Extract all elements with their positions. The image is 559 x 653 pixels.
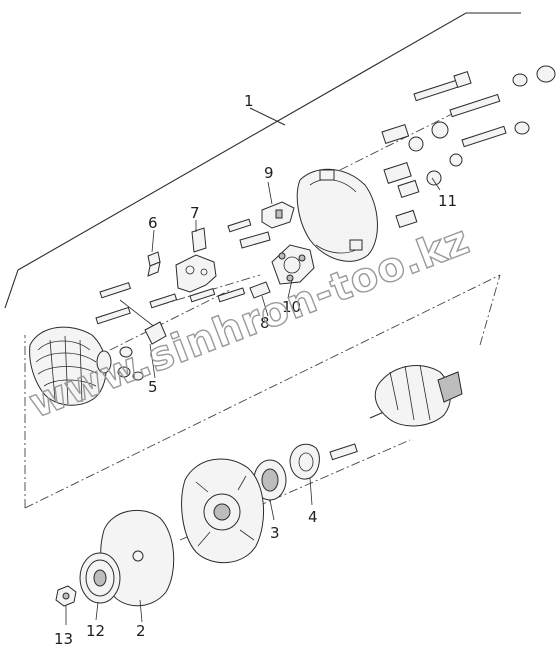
upper-right-bolts (408, 65, 556, 186)
small-washers (117, 346, 144, 381)
part-3-bearing (253, 459, 287, 521)
part-4-retainer (289, 443, 358, 506)
leader-line-1 (249, 107, 286, 126)
part-5-terminal (144, 321, 167, 379)
callout-labels: 1 2 3 4 5 6 7 8 9 10 11 12 13 (54, 92, 457, 648)
stator-housing (296, 168, 378, 262)
callout-8: 8 (260, 314, 270, 332)
front-housing (181, 458, 265, 564)
callout-5: 5 (148, 378, 158, 396)
callout-1: 1 (244, 92, 254, 110)
callout-6: 6 (148, 214, 158, 232)
callout-2: 2 (136, 622, 146, 640)
callout-12: 12 (86, 622, 105, 640)
callout-7: 7 (190, 204, 200, 222)
part-10-rectifier (271, 244, 315, 285)
callout-9: 9 (264, 164, 274, 182)
part-9-brush-holder (261, 201, 295, 229)
callout-4: 4 (308, 508, 318, 526)
part-8-link (239, 231, 271, 299)
callout-13: 13 (54, 630, 73, 648)
part-7-bracket (175, 227, 217, 293)
assembly-bracket-line (4, 12, 521, 309)
rear-housing (29, 326, 112, 406)
part-13-nut (55, 585, 77, 625)
rotor (369, 364, 463, 427)
part-6-clip (147, 251, 161, 277)
callout-3: 3 (270, 524, 280, 542)
callout-11: 11 (438, 192, 457, 210)
callout-10: 10 (282, 298, 301, 316)
bolt-cluster-left (95, 218, 252, 336)
bushings (381, 123, 420, 229)
part-12-pulley (79, 552, 121, 621)
leader-lines (151, 177, 441, 317)
